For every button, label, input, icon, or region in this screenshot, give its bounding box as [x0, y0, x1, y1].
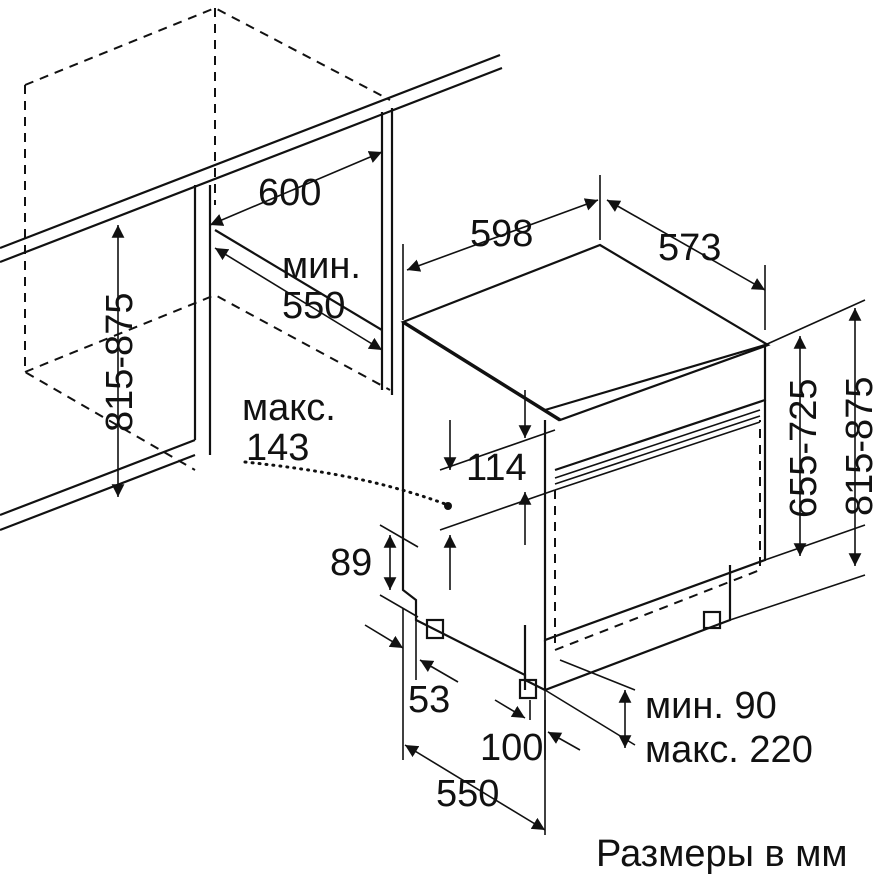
label-plinth-min: мин. 90 [645, 685, 777, 727]
label-appliance-depth: 573 [658, 227, 721, 269]
label-plinth-max: макс. 220 [645, 729, 813, 771]
label-appliance-width: 598 [470, 213, 533, 255]
label-total-height-right: 815-875 [839, 377, 880, 516]
dimension-lines [111, 151, 866, 835]
label-panel-offset: 114 [466, 447, 527, 489]
label-base-height: 89 [330, 542, 372, 584]
label-panel-max-value: 143 [246, 427, 309, 469]
label-foot-offset: 53 [408, 679, 450, 721]
caption-units: Размеры в мм [596, 833, 847, 875]
dishwasher-body [400, 243, 771, 700]
label-appliance-height: 655-725 [783, 379, 825, 518]
label-niche-height-left: 815-875 [99, 293, 141, 432]
label-foot-depth: 100 [480, 727, 543, 769]
dimension-labels: 600 815-875 мин. 550 598 573 655-725 815… [99, 172, 880, 875]
label-niche-depth-min: мин. [282, 245, 361, 287]
label-niche-depth-value: 550 [282, 285, 345, 327]
label-depth-bottom: 550 [436, 773, 499, 815]
label-panel-max: макс. [242, 387, 336, 429]
label-niche-width: 600 [258, 172, 321, 214]
